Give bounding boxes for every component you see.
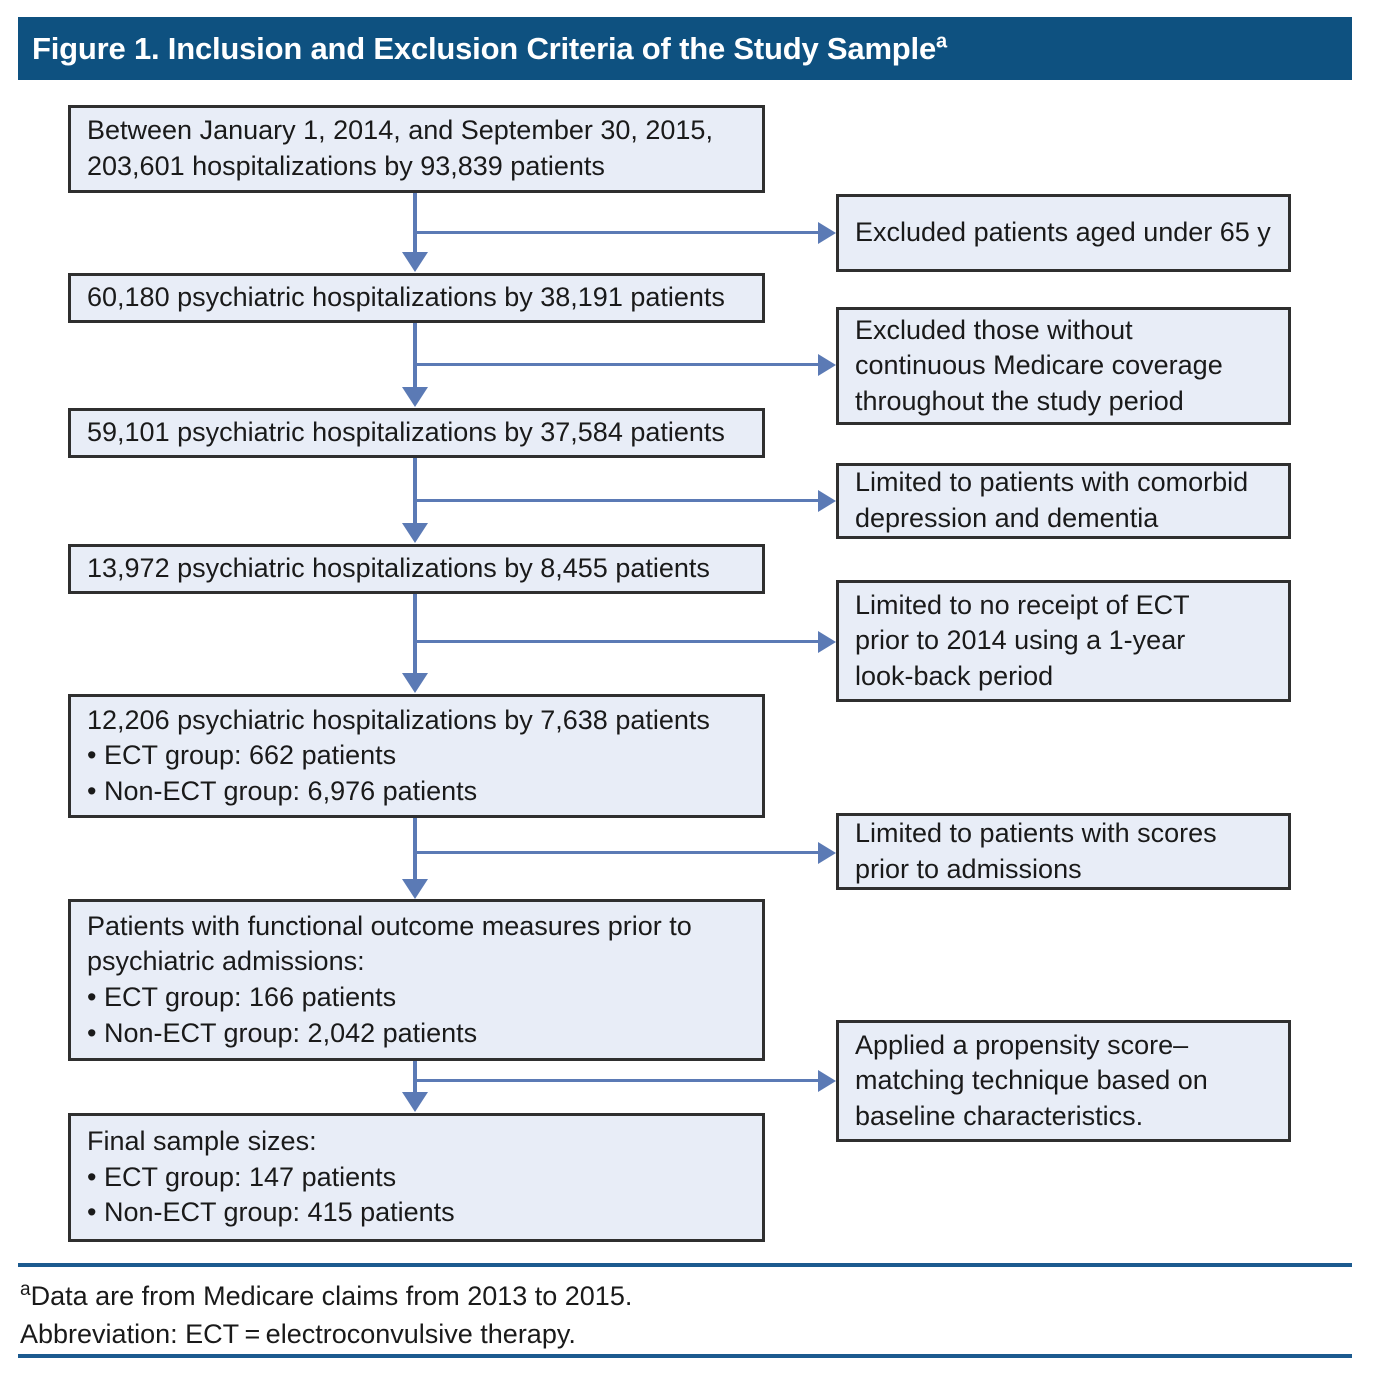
flow-box-line: Excluded patients aged under 65 y [855, 217, 1271, 248]
connector-vertical-1 [413, 193, 417, 253]
flow-box-cohort-final: Final sample sizes: • ECT group: 147 pat… [68, 1113, 765, 1242]
connector-vertical-5 [413, 818, 417, 880]
connector-vertical-4 [413, 594, 417, 674]
figure-footnote: aData are from Medicare claims from 2013… [20, 1277, 1320, 1354]
flow-box-line: Limited to no receipt of ECT [855, 589, 1190, 620]
flow-box-cohort-functional-measures: Patients with functional outcome measure… [68, 899, 765, 1061]
flow-box-criterion-age: Excluded patients aged under 65 y [836, 194, 1291, 272]
footnote-rule-top [18, 1263, 1352, 1267]
flow-box-cohort-initial: Between January 1, 2014, and September 3… [68, 105, 765, 193]
flow-box-line: Excluded those without [855, 314, 1133, 345]
connector-vertical-3 [413, 458, 417, 524]
flow-box-cohort-age65: 60,180 psychiatric hospitalizations by 3… [68, 273, 765, 323]
connector-arrowhead-right-6 [818, 1070, 836, 1092]
flow-box-line: psychiatric admissions: [87, 946, 365, 977]
connector-arrowhead-down-3 [402, 523, 428, 543]
flow-box-line: 60,180 psychiatric hospitalizations by 3… [87, 282, 725, 313]
flow-box-criterion-prior-ect: Limited to no receipt of ECT prior to 20… [836, 580, 1291, 702]
connector-horizontal-4 [415, 640, 819, 643]
flow-box-line: • Non-ECT group: 6,976 patients [87, 775, 478, 806]
flow-box-criterion-coverage: Excluded those without continuous Medica… [836, 307, 1291, 425]
connector-arrowhead-down-4 [402, 673, 428, 693]
connector-horizontal-1 [415, 231, 819, 234]
flow-box-line: depression and dementia [855, 503, 1159, 533]
flow-box-line: • ECT group: 166 patients [87, 982, 397, 1012]
flow-box-line: continuous Medicare coverage [855, 350, 1223, 381]
connector-arrowhead-down-6 [402, 1092, 428, 1112]
flow-box-line: Final sample sizes: [87, 1126, 317, 1157]
figure-title-text: Figure 1. Inclusion and Exclusion Criter… [32, 30, 936, 66]
connector-vertical-6 [413, 1061, 417, 1093]
flow-box-line: • ECT group: 147 patients [87, 1161, 397, 1192]
flow-box-line: prior to 2014 using a 1-year [855, 625, 1186, 656]
flow-box-criterion-propensity: Applied a propensity score– matching tec… [836, 1020, 1291, 1142]
flow-box-line: Applied a propensity score– [855, 1029, 1189, 1060]
flow-box-line: 203,601 hospitalizations by 93,839 patie… [87, 151, 605, 181]
flow-box-line: look-back period [855, 660, 1054, 691]
flow-box-line: baseline characteristics. [855, 1100, 1144, 1131]
footnote-rule-bottom [18, 1354, 1352, 1358]
connector-arrowhead-down-1 [402, 252, 428, 272]
connector-arrowhead-right-4 [818, 631, 836, 653]
connector-arrowhead-right-1 [818, 222, 836, 244]
flow-box-criterion-comorbid: Limited to patients with comorbid depres… [836, 463, 1291, 539]
flow-box-line: • Non-ECT group: 415 patients [87, 1197, 455, 1228]
connector-arrowhead-right-3 [818, 490, 836, 512]
flow-box-line: • ECT group: 662 patients [87, 740, 397, 771]
page-title: Figure 1. Inclusion and Exclusion Criter… [18, 31, 947, 67]
footnote-text-1: Data are from Medicare claims from 2013 … [30, 1281, 633, 1311]
flow-box-line: throughout the study period [855, 385, 1184, 416]
connector-arrowhead-down-2 [402, 387, 428, 407]
connector-horizontal-2 [415, 363, 819, 366]
connector-arrowhead-right-5 [818, 842, 836, 864]
footnote-line-2: Abbreviation: ECT = electroconvulsive th… [20, 1319, 576, 1350]
connector-vertical-2 [413, 323, 417, 388]
flow-box-line: Patients with functional outcome measure… [87, 910, 692, 941]
connector-horizontal-5 [415, 851, 819, 854]
flow-box-cohort-comorbid: 13,972 psychiatric hospitalizations by 8… [68, 544, 765, 594]
flow-box-criterion-scores: Limited to patients with scores prior to… [836, 813, 1291, 890]
connector-arrowhead-right-2 [818, 354, 836, 376]
flow-box-line: 13,972 psychiatric hospitalizations by 8… [87, 553, 710, 584]
flow-box-line: 59,101 psychiatric hospitalizations by 3… [87, 417, 725, 448]
flow-box-line: matching technique based on [855, 1065, 1208, 1096]
figure-title-bar: Figure 1. Inclusion and Exclusion Criter… [18, 17, 1352, 80]
flow-box-line: Between January 1, 2014, and September 3… [87, 115, 713, 146]
figure-title-footnote-marker: a [936, 30, 947, 53]
flow-box-line: Limited to patients with comorbid [855, 467, 1249, 498]
footnote-marker: a [20, 1279, 31, 1300]
flow-box-line: prior to admissions [855, 853, 1082, 884]
connector-horizontal-6 [415, 1079, 819, 1082]
flow-box-line: • Non-ECT group: 2,042 patients [87, 1017, 478, 1048]
flow-box-cohort-continuous-coverage: 59,101 psychiatric hospitalizations by 3… [68, 408, 765, 458]
connector-horizontal-3 [415, 499, 819, 502]
flow-box-line: 12,206 psychiatric hospitalizations by 7… [87, 704, 710, 735]
connector-arrowhead-down-5 [402, 879, 428, 899]
flow-box-line: Limited to patients with scores [855, 817, 1217, 848]
flow-box-cohort-no-prior-ect: 12,206 psychiatric hospitalizations by 7… [68, 694, 765, 818]
footnote-line-1: aData are from Medicare claims from 2013… [20, 1277, 1320, 1315]
